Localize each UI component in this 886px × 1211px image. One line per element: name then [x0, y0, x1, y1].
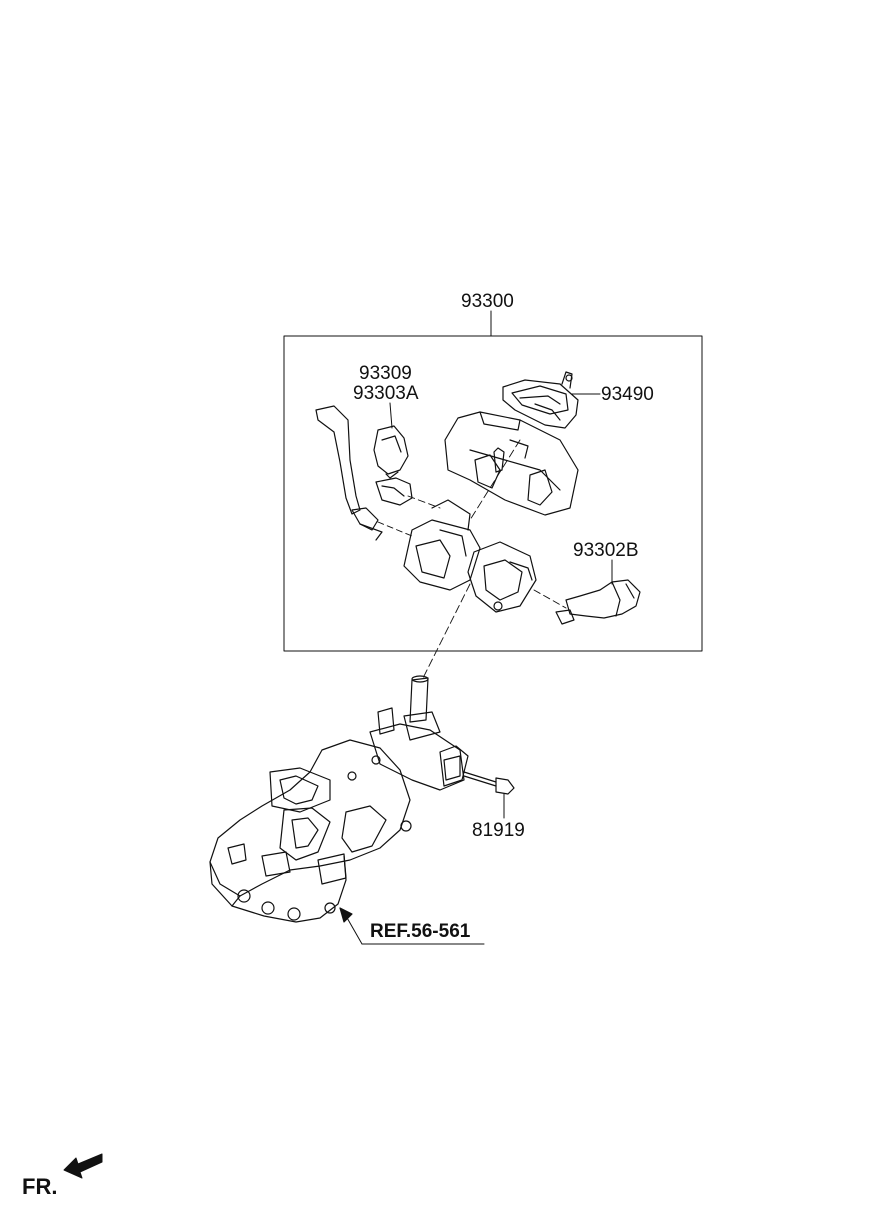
leader-93309 [389, 402, 393, 429]
bolt-81919 [463, 771, 515, 795]
front-arrow-icon [63, 1153, 103, 1179]
connector-93309 [373, 425, 409, 479]
center-line-upper [469, 439, 521, 521]
left-lever [315, 405, 383, 541]
label-93490: 93490 [601, 384, 654, 405]
label-93300: 93300 [461, 291, 514, 312]
steering-column-assembly [209, 723, 469, 923]
label-93309: 93309 [359, 363, 412, 384]
assembly-frame [283, 335, 703, 652]
right-lever-93302B [555, 579, 641, 625]
label-81919: 81919 [472, 820, 525, 841]
clock-spring-93490 [502, 371, 579, 429]
center-line-lower [421, 583, 471, 681]
multifunction-switch [403, 499, 537, 613]
link-line-lever [377, 521, 413, 537]
link-line-right-lever [533, 589, 567, 609]
switch-mount-hole [493, 601, 503, 611]
front-label: FR. [22, 1174, 58, 1199]
label-93303A: 93303A [353, 383, 419, 404]
reference-label: REF.56-561 [370, 921, 471, 942]
reference-arrow [339, 907, 485, 945]
steering-column-shaft [377, 675, 441, 741]
connector-93303A [375, 477, 413, 506]
label-93302B: 93302B [573, 540, 639, 561]
switch-body-upper [444, 411, 579, 516]
